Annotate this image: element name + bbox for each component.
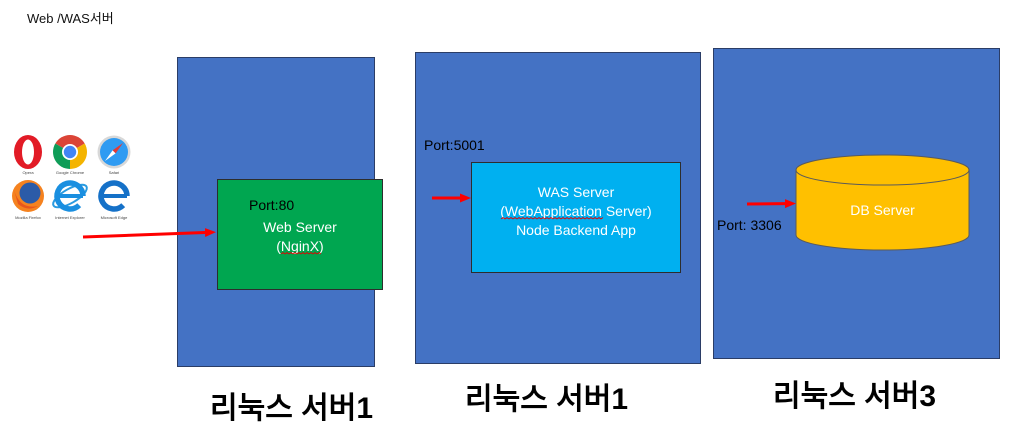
browser-icons: Opera Google Chrome Safari Mozilla Firef… [12, 135, 131, 220]
browser-label: Google Chrome [56, 170, 85, 175]
web-server-text: Web Server (NginX) [218, 218, 382, 256]
was-server-extra: Node Backend App [516, 222, 636, 238]
db-server-name: DB Server [850, 202, 915, 218]
was-server-text: WAS Server (WebApplication Server) Node … [472, 183, 680, 240]
firefox-icon [12, 180, 44, 212]
was-server-detail: (WebApplication Server) [500, 203, 652, 219]
db-cylinder-top [795, 154, 970, 186]
web-server-detail: (NginX) [276, 238, 324, 254]
browser-label: Microsoft Edge [101, 215, 128, 220]
db-server-cylinder [795, 154, 970, 251]
web-server-port-label: Port:80 [249, 197, 295, 213]
client-to-web-arrow [82, 228, 216, 239]
was-server-port-label: Port:5001 [424, 137, 485, 153]
browser-label: Safari [109, 170, 120, 175]
linux-server-2-caption: 리눅스 서버1 [465, 383, 629, 416]
db-cylinder-body [795, 169, 970, 251]
linux-server-3-caption: 리눅스 서버3 [773, 380, 937, 413]
browser-label: Mozilla Firefox [15, 215, 41, 220]
was-server-box: WAS Server (WebApplication Server) Node … [471, 162, 681, 273]
web-server-box: Port:80 Web Server (NginX) [217, 179, 383, 290]
linux-server-1-caption: 리눅스 서버1 [210, 392, 374, 425]
safari-icon [97, 135, 131, 169]
chrome-icon [53, 135, 87, 169]
spellcheck-underline [500, 217, 604, 220]
page-title: Web /WAS서버 [27, 11, 114, 26]
edge-icon [98, 180, 130, 212]
internet-explorer-icon [52, 180, 88, 212]
browser-label: Internet Explorer [55, 215, 85, 220]
browser-label: Opera [22, 170, 34, 175]
db-server-port-label: Port: 3306 [717, 217, 782, 233]
opera-icon [14, 135, 42, 169]
was-server-name: WAS Server [537, 184, 615, 200]
web-server-name: Web Server [263, 219, 337, 235]
spellcheck-underline [280, 252, 322, 255]
